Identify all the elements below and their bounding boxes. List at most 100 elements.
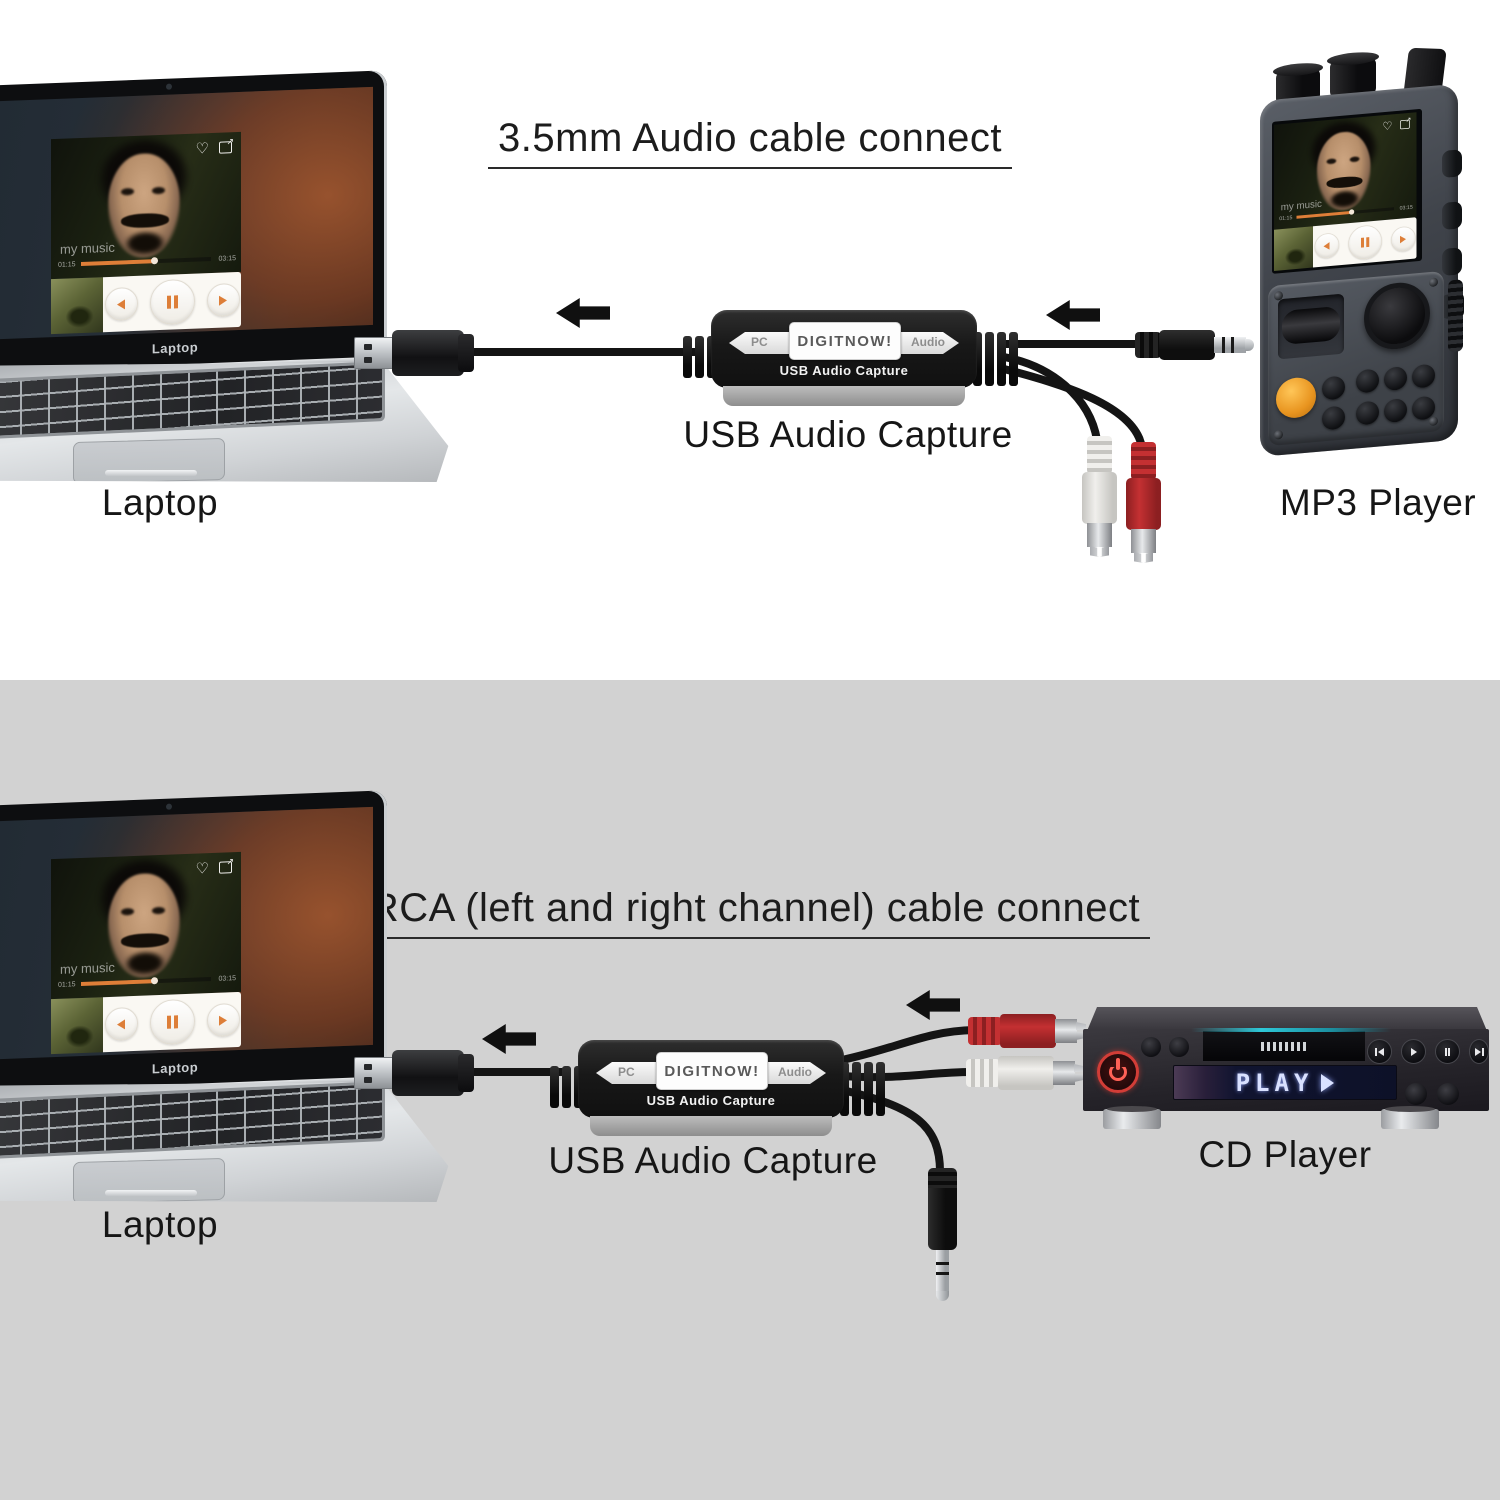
laptop-screen: ♡ ↗ my music 01:15 03:15 Laptop <box>0 70 387 376</box>
share-icon: ↗ <box>219 136 234 154</box>
keyboard <box>0 364 382 436</box>
audio-port-label: Audio <box>911 335 945 349</box>
next-button <box>206 282 240 318</box>
mp3-player-device: ♡ ↗ my music 01:15 03:15 <box>1254 47 1470 470</box>
laptop-deck <box>0 362 449 482</box>
rca-boot <box>968 1017 1002 1045</box>
jack-boot <box>1135 332 1161 358</box>
share-icon: ↗ <box>1400 116 1411 130</box>
side-button <box>1442 149 1462 179</box>
cable-strain-relief-right <box>973 332 1018 386</box>
cd-player-foot <box>1381 1106 1439 1129</box>
cd-player-top-face <box>1087 1007 1487 1031</box>
next-button <box>1390 225 1416 253</box>
pc-port-label: PC <box>618 1065 635 1079</box>
mp3-player-body: ♡ ↗ my music 01:15 03:15 <box>1260 83 1464 457</box>
previous-button <box>104 286 138 322</box>
photo-eye <box>151 906 165 915</box>
jack-boot <box>928 1168 957 1190</box>
mp3-player-label: MP3 Player <box>1279 482 1477 523</box>
laptop-display: ♡ ↗ my music 01:15 03:15 <box>0 806 373 1060</box>
laptop-front-notch <box>105 1190 197 1196</box>
small-button <box>1384 398 1407 424</box>
capture-device-base <box>590 1116 832 1136</box>
trackpad <box>73 437 225 482</box>
usb-plug-body <box>392 1050 464 1096</box>
usb-plug-top <box>354 330 476 376</box>
rca-body <box>1082 472 1117 524</box>
player-card-slot: ♡ ↗ my music 01:15 03:15 <box>51 851 241 1055</box>
keyboard-well <box>0 1082 385 1159</box>
pause-button <box>149 998 195 1046</box>
red-rca-cable-top <box>1000 365 1146 452</box>
mp3-player-screen: ♡ ↗ my music 01:15 03:15 <box>1272 108 1422 274</box>
pause-icon <box>166 295 178 309</box>
usb-plug-bottom <box>354 1050 476 1096</box>
capture-device-bottom-slot: PC Audio DIGITNOW! USB Audio Capture <box>550 1040 885 1144</box>
rca-boot <box>1131 442 1156 480</box>
player-buttons-panel <box>103 991 241 1053</box>
small-button <box>1322 375 1345 401</box>
player-buttons-panel <box>1313 217 1417 268</box>
rca-prongs <box>1090 546 1109 557</box>
jack-tip <box>1245 339 1254 351</box>
brand-plate: DIGITNOW! <box>789 322 901 360</box>
progress-handle <box>151 977 159 985</box>
roller-recess <box>1278 293 1344 360</box>
photo-beard <box>1325 186 1364 213</box>
laptop-illustration: ♡ ↗ my music 01:15 03:15 Laptop <box>0 70 465 490</box>
rca-plug-white-top <box>1082 436 1118 558</box>
small-button <box>1412 363 1435 389</box>
rca-prongs <box>1134 552 1153 563</box>
time-total: 03:15 <box>218 975 236 983</box>
front-button <box>1437 1083 1459 1105</box>
screw-icon <box>1429 416 1438 427</box>
power-icon-bar <box>1116 1058 1120 1070</box>
rca-metal <box>1087 523 1112 547</box>
next-icon <box>1400 235 1406 244</box>
laptop-front-notch <box>105 470 197 476</box>
pause-icon <box>166 1015 178 1029</box>
cd-player-illustration: PLAY <box>1083 995 1495 1141</box>
cable-strain-relief-right <box>840 1062 885 1116</box>
next-icon <box>219 294 227 306</box>
disc-tray <box>1191 1028 1391 1061</box>
laptop-top-slot: ♡ ↗ my music 01:15 03:15 Laptop <box>0 70 465 490</box>
laptop-screen: ♡ ↗ my music 01:15 03:15 Laptop <box>0 790 387 1096</box>
pc-port-label: PC <box>751 335 768 349</box>
orange-action-button <box>1276 376 1316 420</box>
capture-device-sublabel: USB Audio Capture <box>779 363 909 378</box>
left-arrow-icon <box>1046 300 1100 330</box>
usb-plug-collar <box>458 334 474 372</box>
player-card-slot: ♡ ↗ my music 01:15 03:15 <box>51 131 241 335</box>
photo-beard <box>119 946 171 980</box>
rotary-knob <box>1364 280 1430 352</box>
time-elapsed: 01:15 <box>58 981 76 989</box>
laptop-label-bottom: Laptop <box>101 1204 219 1245</box>
album-photo: ♡ ↗ my music 01:15 03:15 <box>1274 112 1417 230</box>
small-button <box>1384 366 1407 392</box>
brand-name: DIGITNOW! <box>664 1062 760 1080</box>
play-button <box>1401 1039 1426 1064</box>
cd-player-front-panel: PLAY <box>1083 1028 1489 1111</box>
usb-metal-tip <box>354 337 394 369</box>
album-thumbnail <box>51 277 103 335</box>
pause-icon <box>1360 237 1369 248</box>
progress-handle <box>1349 209 1355 215</box>
time-elapsed: 01:15 <box>1279 215 1293 222</box>
rca-body <box>1000 1014 1056 1048</box>
music-player-card: ♡ ↗ my music 01:15 03:15 <box>51 131 241 335</box>
capture-device-top-slot: PC Audio DIGITNOW! USB Audio Capture <box>683 310 1018 414</box>
cd-display: PLAY <box>1173 1065 1397 1100</box>
power-icon <box>1109 1066 1127 1081</box>
usb-plug-collar <box>458 1054 474 1092</box>
jack-plug-35mm-bottom <box>926 1168 960 1304</box>
album-thumbnail <box>51 997 103 1055</box>
progress-fill <box>1296 211 1351 219</box>
progress-handle <box>151 257 159 265</box>
album-thumbnail <box>1274 226 1313 271</box>
music-player-card: ♡ ↗ my music 01:15 03:15 <box>51 851 241 1055</box>
rca-plug-white-bottom <box>966 1056 1084 1090</box>
usb-audio-capture-device: PC Audio DIGITNOW! USB Audio Capture <box>550 1040 885 1144</box>
